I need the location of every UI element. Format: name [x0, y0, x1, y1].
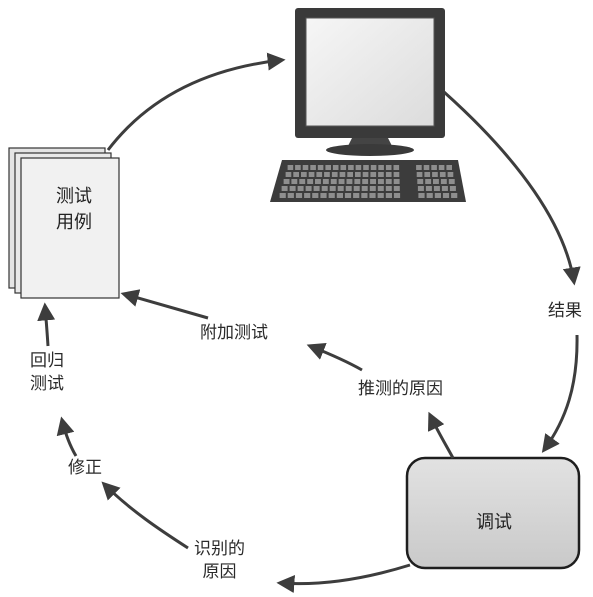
keyboard-icon	[270, 160, 466, 202]
regression-tests-label-line1: 回归	[30, 351, 64, 371]
test-cases-label-line2: 用例	[56, 212, 92, 234]
arrow-debug-to-identified-causes	[276, 563, 411, 593]
identified-causes-label: 识别的 原因	[192, 538, 247, 584]
fix-label: 修正	[66, 457, 104, 480]
debug-box	[405, 456, 581, 570]
debug-label: 调试	[476, 512, 512, 533]
arrow-debug-to-suspected-causes	[427, 411, 455, 459]
identified-causes-label-line2: 原因	[202, 561, 237, 582]
additional-tests-label: 附加测试	[198, 322, 270, 345]
arrow-additional-tests-to-test-cases	[120, 289, 209, 320]
test-cases-document-icon	[8, 147, 120, 299]
test-cases-label: 测试 用例	[34, 184, 114, 236]
arrow-computer-to-results	[442, 90, 581, 286]
arrow-results-to-debug	[541, 334, 579, 453]
arrow-test-cases-to-computer	[106, 52, 286, 151]
arrow-suspected-causes-to-additional-tests	[306, 342, 363, 372]
identified-causes-label-line1: 识别的	[194, 539, 245, 559]
suspected-causes-label: 推测的原因	[356, 378, 445, 401]
arrow-identified-causes-to-fix	[101, 481, 189, 550]
regression-tests-label: 回归 测试	[28, 350, 66, 396]
monitor-icon	[295, 8, 445, 156]
arrow-fix-to-regression-tests	[56, 416, 78, 457]
computer-icon	[270, 8, 466, 202]
regression-tests-label-line2: 测试	[30, 373, 64, 394]
test-cases-label-line1: 测试	[56, 186, 92, 207]
arrow-regression-tests-to-test-cases	[37, 302, 56, 347]
results-label: 结果	[546, 300, 584, 323]
